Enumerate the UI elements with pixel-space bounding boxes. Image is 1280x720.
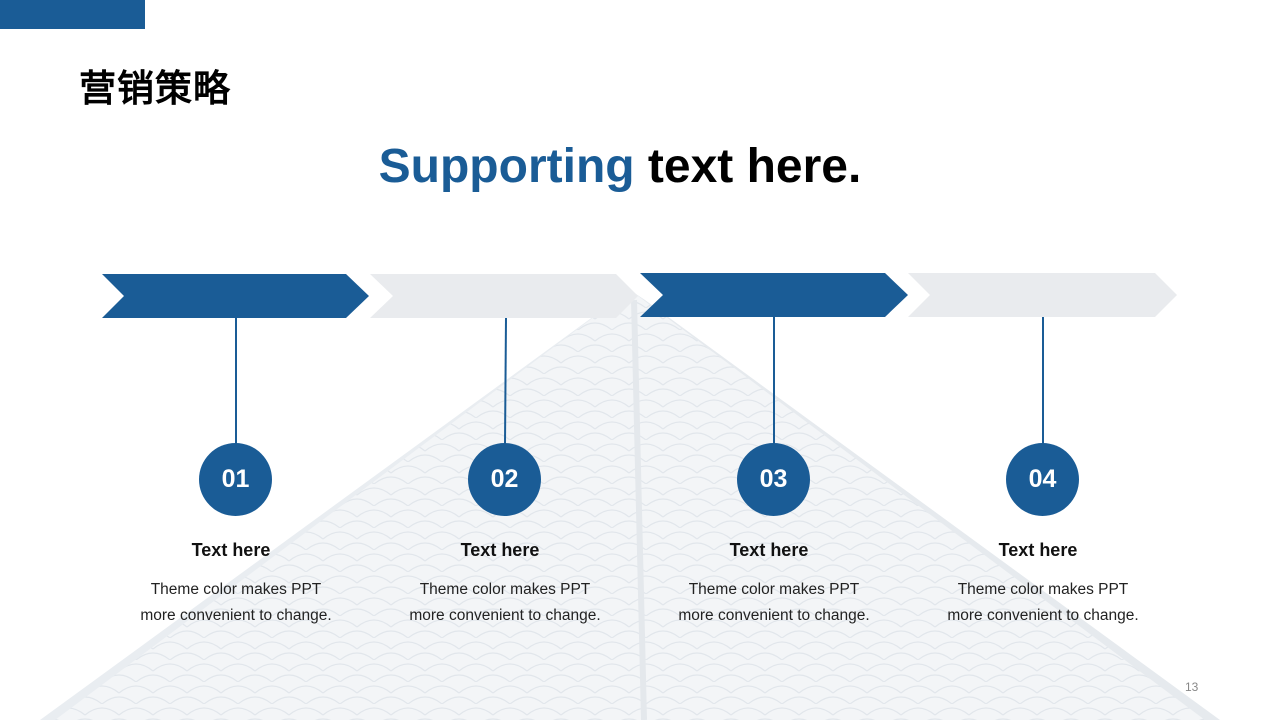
subtitle-rest: text here.: [634, 140, 862, 193]
step-title: Text here: [460, 540, 540, 560]
step-description-line: more convenient to change.: [947, 607, 1139, 624]
step-title: Text here: [191, 540, 271, 560]
chevron-2: [370, 274, 638, 318]
step-number-badge: 02: [468, 443, 541, 516]
step-description: Theme color makes PPT more convenient to…: [923, 577, 1163, 629]
step-description-line: more convenient to change.: [409, 607, 601, 624]
chevron-3: [640, 273, 908, 317]
step-description-line: Theme color makes PPT: [957, 581, 1129, 598]
step-number-badge: 04: [1006, 443, 1079, 516]
step-description-line: more convenient to change.: [140, 607, 332, 624]
top-accent-bar: [0, 0, 145, 29]
step-description-line: more convenient to change.: [678, 607, 870, 624]
step-description-line: Theme color makes PPT: [419, 581, 591, 598]
page-title: 营销策略: [79, 67, 231, 110]
subtitle-accent: Supporting: [378, 140, 635, 193]
chevron-1: [102, 274, 369, 318]
step-title: Text here: [998, 540, 1078, 560]
step-description-line: Theme color makes PPT: [150, 581, 322, 598]
step-description-line: Theme color makes PPT: [688, 581, 860, 598]
step-description: Theme color makes PPT more convenient to…: [116, 577, 356, 629]
chevron-4: [908, 273, 1177, 317]
step-description: Theme color makes PPT more convenient to…: [385, 577, 625, 629]
step-number-badge: 01: [199, 443, 272, 516]
step-title: Text here: [729, 540, 809, 560]
page-number: 13: [1185, 680, 1199, 694]
subtitle: Supporting text here.: [0, 139, 1240, 194]
step-number-badge: 03: [737, 443, 810, 516]
step-description: Theme color makes PPT more convenient to…: [654, 577, 894, 629]
connector-line-2: [504, 317, 507, 445]
